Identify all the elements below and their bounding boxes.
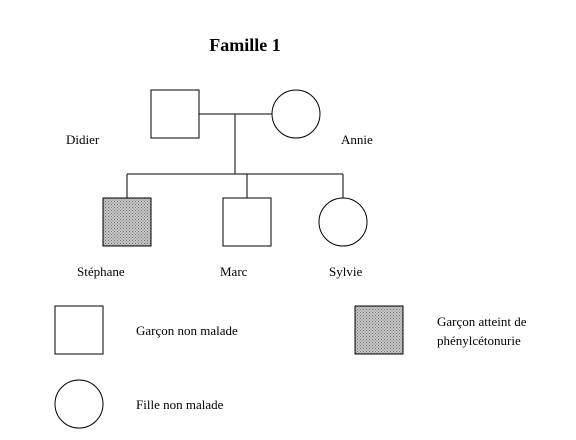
legend-female-healthy-label: Fille non malade: [136, 397, 224, 412]
legend-male-healthy-label: Garçon non malade: [136, 323, 238, 338]
child2-square-symbol: [222, 197, 272, 247]
legend-male-healthy-symbol: [54, 305, 104, 355]
child3-name: Sylvie: [329, 264, 362, 279]
mother-name: Annie: [341, 132, 373, 147]
father-name: Didier: [66, 132, 100, 147]
diagram-title: Famille 1: [209, 35, 280, 55]
child1-square-affected-symbol: [102, 197, 152, 247]
child3-circle-symbol: [318, 197, 368, 247]
child2-name: Marc: [220, 264, 248, 279]
legend-male-affected-symbol: [354, 305, 404, 355]
legend-male-affected-label-line1: Garçon atteint de: [437, 314, 527, 329]
pedigree-lines: [126, 113, 344, 198]
legend-male-affected-label-line2: phénylcétonurie: [437, 333, 521, 348]
legend: Garçon non malade Fille non malade Garço…: [54, 305, 527, 429]
child1-name: Stéphane: [77, 264, 125, 279]
mother-circle-symbol: [271, 89, 321, 139]
legend-female-healthy-symbol: [54, 379, 104, 429]
father-square-symbol: [150, 89, 200, 139]
